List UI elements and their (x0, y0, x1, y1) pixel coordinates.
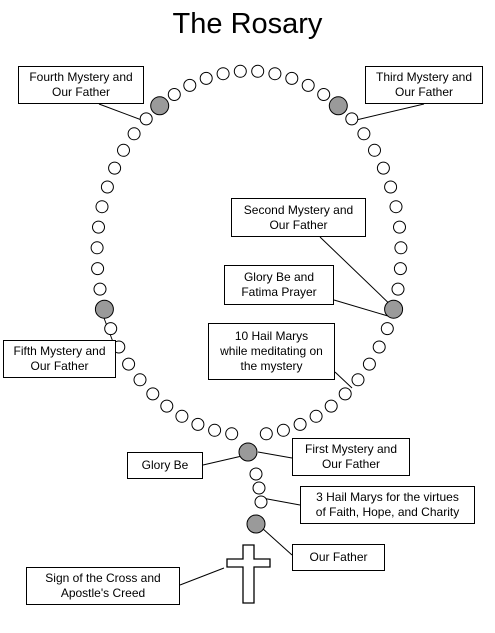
hail-mary-bead (139, 112, 153, 126)
hail-mary-bead (167, 88, 181, 101)
hail-mary-bead (345, 112, 359, 126)
hail-mary-bead (249, 467, 263, 481)
hail-mary-bead (191, 417, 205, 431)
leader-line (319, 236, 399, 313)
hail-mary-bead (90, 241, 104, 255)
hail-mary-bead (91, 262, 105, 276)
hail-mary-bead (393, 262, 407, 276)
hail-mary-bead (285, 71, 299, 85)
label-three-hail-marys: 3 Hail Marys for the virtues of Faith, H… (300, 486, 475, 524)
hail-mary-bead (259, 427, 273, 441)
hail-mary-bead (268, 67, 282, 81)
label-fifth-mystery: Fifth Mystery and Our Father (3, 340, 116, 378)
hail-mary-bead (127, 127, 141, 141)
hail-mary-bead (309, 409, 323, 423)
leader-line (257, 451, 293, 459)
leader-line (334, 371, 353, 389)
our-father-bead (328, 96, 348, 116)
leader-lines (98, 103, 425, 586)
hail-mary-bead (175, 409, 189, 423)
label-our-father: Our Father (292, 544, 385, 571)
label-first-mystery: First Mystery and Our Father (292, 438, 410, 476)
hail-mary-bead (122, 357, 136, 371)
hail-mary-bead (351, 373, 365, 387)
hail-mary-bead (104, 322, 118, 336)
label-third-mystery: Third Mystery and Our Father (365, 66, 483, 104)
hail-mary-bead (251, 64, 265, 78)
cross-shape (226, 544, 271, 604)
label-fourth-mystery: Fourth Mystery and Our Father (18, 66, 144, 104)
hail-mary-bead (376, 161, 390, 175)
hail-mary-bead (92, 220, 105, 234)
label-second-mystery: Second Mystery and Our Father (231, 198, 366, 237)
hail-mary-bead (338, 387, 352, 401)
our-father-bead (246, 514, 266, 534)
hail-mary-bead (146, 387, 160, 401)
hail-mary-bead (93, 282, 107, 296)
cross-icon (226, 544, 271, 604)
hail-mary-bead (208, 423, 222, 437)
hail-mary-bead (362, 357, 376, 371)
hail-mary-bead (183, 78, 197, 92)
hail-mary-bead (357, 127, 371, 141)
hail-mary-bead (368, 143, 381, 157)
hail-mary-bead (252, 481, 266, 495)
label-ten-hail-marys: 10 Hail Marys while meditating on the my… (208, 323, 335, 380)
hail-mary-bead (301, 78, 315, 92)
hail-mary-bead (324, 399, 338, 413)
hail-mary-bead (100, 180, 114, 194)
hail-mary-bead (391, 282, 405, 296)
leader-line (351, 103, 425, 122)
hail-mary-bead (394, 241, 408, 255)
hail-mary-bead (199, 71, 213, 85)
hail-mary-bead (225, 427, 239, 441)
hail-mary-bead (117, 143, 130, 157)
hail-mary-bead (276, 423, 290, 437)
our-father-bead (384, 299, 404, 319)
hail-mary-bead (254, 495, 268, 509)
hail-mary-bead (384, 180, 398, 194)
label-glory-be-fatima: Glory Be and Fatima Prayer (224, 265, 334, 305)
hail-mary-bead (380, 322, 394, 336)
hail-mary-bead (317, 88, 331, 101)
hail-mary-bead (133, 373, 147, 387)
label-glory-be: Glory Be (127, 452, 203, 479)
hail-mary-bead (216, 67, 230, 81)
leader-line (98, 103, 148, 123)
leader-line (202, 455, 243, 466)
label-sign-of-cross: Sign of the Cross and Apostle's Creed (26, 567, 180, 605)
hail-mary-bead (95, 200, 109, 214)
our-father-bead (150, 96, 170, 116)
hail-mary-bead (393, 220, 406, 234)
our-father-bead (94, 299, 114, 319)
leader-line (333, 299, 389, 317)
our-father-bead (238, 442, 258, 462)
hail-mary-bead (293, 417, 307, 431)
hail-mary-bead (233, 64, 247, 78)
leader-line (261, 497, 301, 506)
page-title: The Rosary (172, 8, 323, 40)
hail-mary-bead (108, 161, 122, 175)
hail-mary-bead (389, 200, 403, 214)
bead-group (90, 64, 408, 534)
hail-mary-bead (160, 399, 174, 413)
leader-line (179, 567, 225, 586)
hail-mary-bead (372, 340, 386, 354)
leader-line (261, 527, 293, 556)
